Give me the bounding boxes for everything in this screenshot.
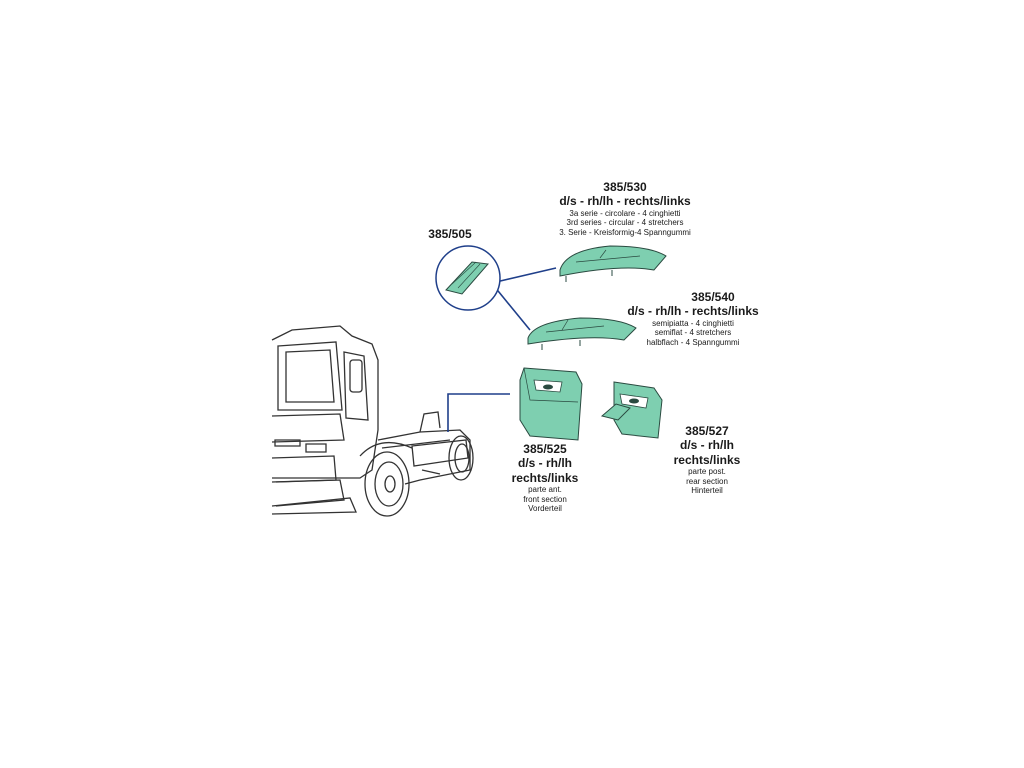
part-note: 3. Serie - Kreisformig-4 Spanngummi	[559, 227, 691, 237]
label-385-505: 385/505	[420, 227, 480, 241]
part-note: parte post.	[688, 467, 726, 477]
part-side: d/s - rh/lh - rechts/links	[559, 194, 691, 209]
cover-530	[559, 245, 667, 282]
part-note: 3a serie - circolare - 4 cinghietti	[569, 208, 681, 218]
label-385-530: 385/530 d/s - rh/lh - rechts/links 3a se…	[530, 180, 720, 238]
part-note: rear section	[686, 476, 728, 486]
part-side: d/s - rh/lh	[518, 456, 572, 471]
leader-lines	[447, 267, 557, 432]
label-385-525: 385/525 d/s - rh/lh rechts/links parte a…	[500, 442, 590, 514]
part-note: Hinterteil	[691, 486, 723, 496]
truck-drawing	[271, 325, 474, 517]
part-code: 385/530	[603, 180, 647, 194]
mudguard-front-525	[519, 367, 583, 441]
part-side: rechts/links	[511, 470, 579, 485]
part-note: halbflach - 4 Spanngummi	[646, 337, 740, 347]
part-note: Vorderteil	[528, 504, 562, 514]
part-side: d/s - rh/lh - rechts/links	[627, 304, 759, 319]
part-note: 3rd series - circular - 4 stretchers	[566, 218, 684, 228]
part-side: d/s - rh/lh	[680, 438, 734, 453]
label-385-540: 385/540 d/s - rh/lh - rechts/links semip…	[598, 290, 788, 348]
part-code: 385/540	[691, 290, 735, 304]
part-note: semiflat - 4 stretchers	[654, 328, 732, 338]
label-385-527: 385/527 d/s - rh/lh rechts/links parte p…	[662, 424, 752, 496]
cover-540	[527, 317, 637, 350]
part-note: parte ant.	[528, 485, 562, 495]
part-note: semipiatta - 4 cinghietti	[652, 318, 734, 328]
mudguard-rear-527	[600, 381, 663, 439]
part-side: rechts/links	[673, 452, 741, 467]
strap-callout	[435, 245, 501, 311]
part-code: 385/527	[685, 424, 729, 438]
part-code: 385/525	[523, 442, 567, 456]
part-code: 385/505	[428, 227, 472, 241]
part-note: front section	[523, 494, 567, 504]
